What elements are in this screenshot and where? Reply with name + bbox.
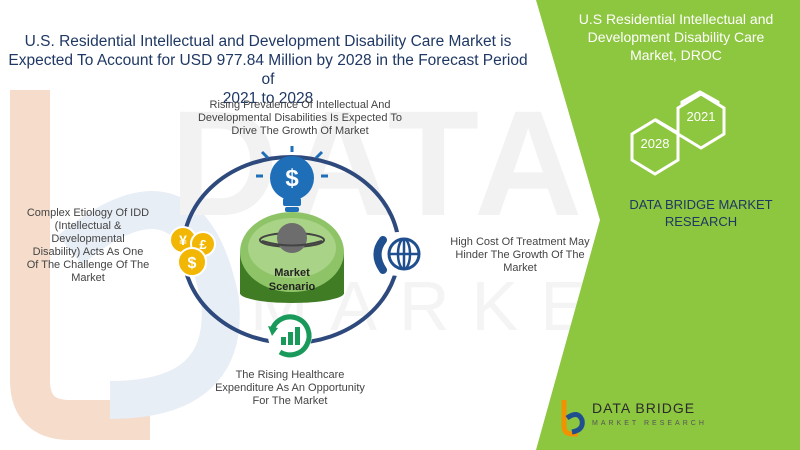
logo-tagline: MARKET RESEARCH [592,420,707,427]
restraints-line-2: Hinder The Growth Of The [455,249,585,261]
headline: U.S. Residential Intellectual and Develo… [4,32,532,108]
dollar-bulb-icon: $ [256,146,328,212]
hexagon-group [630,92,726,176]
opportunities-line-1: The Rising Healthcare [235,369,345,381]
drivers-text: Rising Prevalence Of Intellectual And De… [190,99,410,138]
planet-icon [259,223,325,253]
hexagon-2028 [630,118,680,176]
data-bridge-logo: DATA BRIDGE MARKET RESEARCH [556,396,796,440]
challenges-line-5: Of The Challenge Of The [26,259,150,271]
panel-title-line-3: Market, DROC [630,47,722,63]
headline-line-3: 2021 to 2028 [222,90,314,107]
restraints-line-3: Market [503,262,537,274]
opportunities-text: The Rising Healthcare Expenditure As An … [190,369,390,408]
headline-line-1: U.S. Residential Intellectual and Develo… [24,33,512,50]
restraints-line-1: High Cost Of Treatment May [450,236,590,248]
center-label: Market Scenario [252,266,332,294]
panel-title-line-2: Development Disability Care [587,29,765,45]
logo-name: DATA BRIDGE [592,400,696,416]
challenges-line-3: Developmental [51,233,125,245]
svg-text:$: $ [285,165,299,192]
globe-phone-icon [373,232,421,276]
drivers-line-3: Drive The Growth Of Market [231,125,369,137]
svg-text:¥: ¥ [179,232,187,248]
year-2021: 2021 [686,109,716,124]
headline-line-2: Expected To Account for USD 977.84 Milli… [8,52,528,88]
panel-brand: DATA BRIDGE MARKET RESEARCH [608,196,794,230]
challenges-line-4: Disability) Acts As One [32,246,144,258]
challenges-line-6: Market [71,272,105,284]
svg-text:£: £ [199,237,207,252]
challenges-line-1: Complex Etiology Of IDD [26,207,150,219]
drivers-line-1: Rising Prevalence Of Intellectual And [209,99,391,111]
opportunities-line-3: For The Market [252,395,328,407]
data-bridge-logo-icon [561,400,585,437]
panel-title: U.S Residential Intellectual and Develop… [560,10,792,64]
panel-brand-line-2: RESEARCH [664,214,738,229]
drivers-line-2: Developmental Disabilities Is Expected T… [197,112,402,124]
challenges-text: Complex Etiology Of IDD (Intellectual & … [18,207,158,285]
center-label-line-1: Market [274,267,310,279]
restraints-text: High Cost Of Treatment May Hinder The Gr… [434,236,606,275]
year-2028: 2028 [640,136,670,151]
challenges-line-2: (Intellectual & [54,220,122,232]
center-label-line-2: Scenario [268,281,316,293]
panel-title-line-1: U.S Residential Intellectual and [578,11,774,27]
opportunities-line-2: Expenditure As An Opportunity [215,382,365,394]
svg-text:$: $ [188,255,197,272]
growth-chart-icon [268,314,312,358]
panel-brand-line-1: DATA BRIDGE MARKET [629,197,773,212]
currency-coins-icon: ¥ £ $ [169,226,216,277]
